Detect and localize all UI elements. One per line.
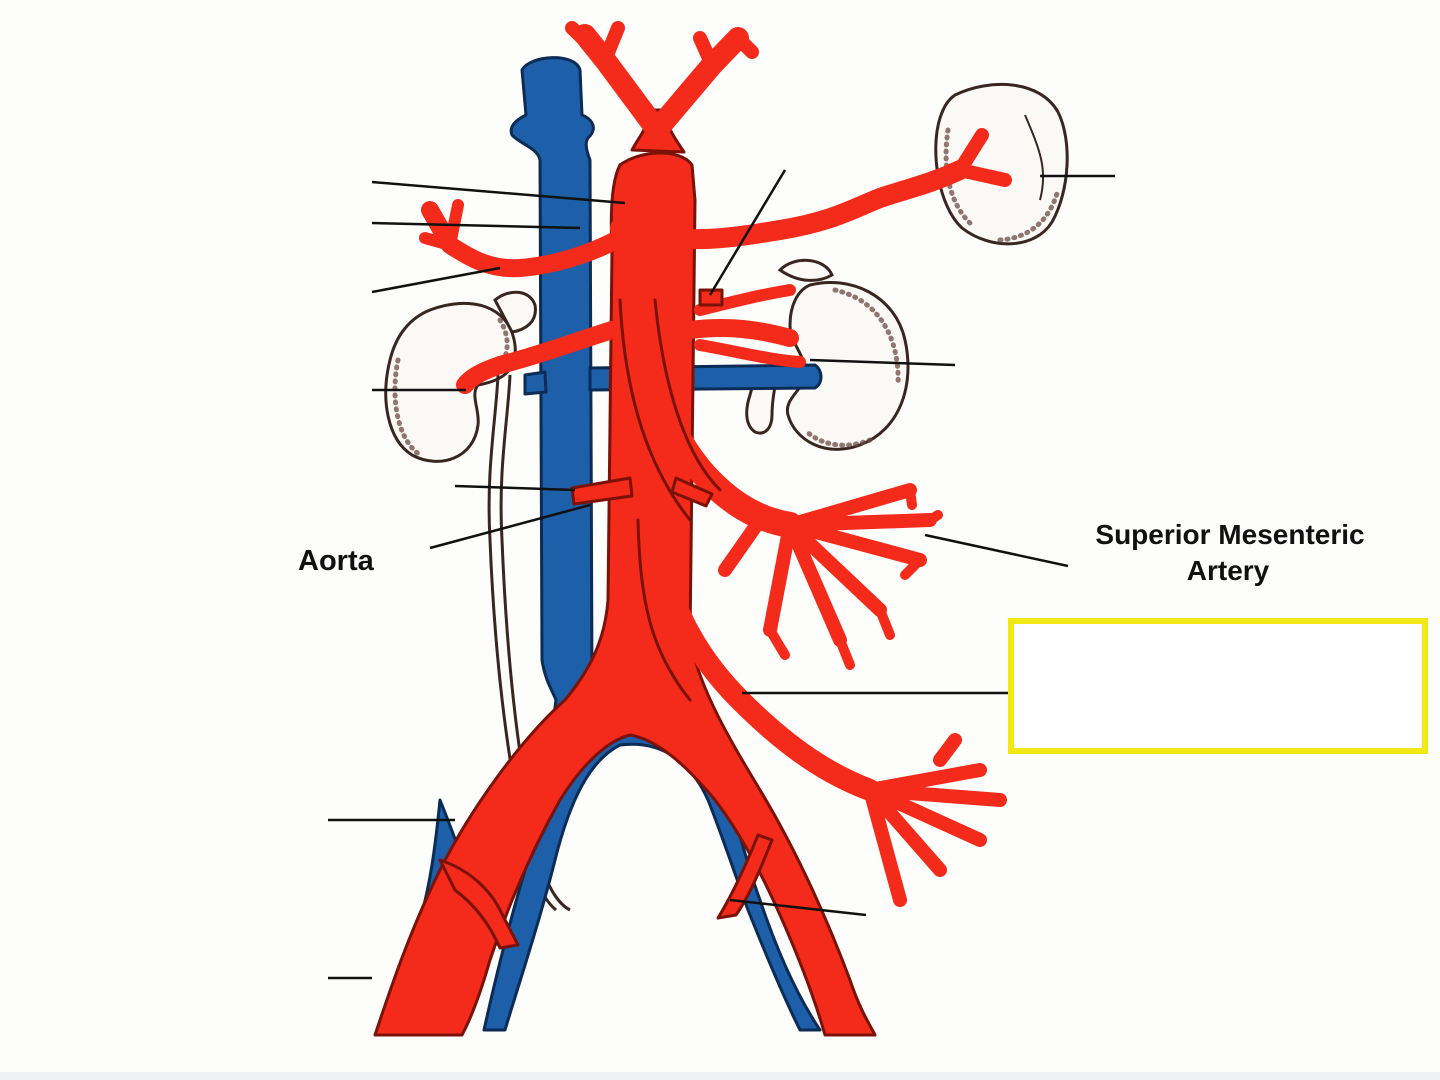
aorta-inner-contours [618, 298, 722, 702]
answer-box[interactable] [1008, 618, 1428, 754]
aorta-label: Aorta [298, 545, 375, 577]
leader-sma-label [924, 533, 1069, 568]
leader-left-renal [809, 358, 956, 367]
superior-mesenteric-artery-label-line2: Artery [1187, 555, 1270, 586]
bottom-strip [0, 1072, 1440, 1080]
superior-mesenteric-artery-label-line1: Superior Mesenteric [1095, 519, 1364, 550]
abdominal-aorta [373, 151, 877, 1037]
spleen [934, 82, 1069, 246]
leader-splenic-branch [708, 169, 787, 296]
superior-branches [565, 21, 759, 141]
lumbar-artery-stubs [570, 288, 724, 508]
right-kidney [384, 290, 537, 463]
leader-gastric [371, 266, 501, 294]
superior-mesenteric-artery [622, 287, 943, 670]
splenic-and-hepatic-arteries [419, 128, 1012, 278]
leader-gonadal [454, 484, 576, 492]
inferior-mesenteric-artery [639, 489, 1007, 907]
leader-internal-iliac [729, 898, 867, 917]
leader-celiac [371, 180, 626, 205]
leader-lines [328, 169, 1115, 980]
leader-hepatic [371, 221, 581, 230]
leader-aorta [429, 503, 591, 550]
renal-arteries [456, 284, 806, 394]
